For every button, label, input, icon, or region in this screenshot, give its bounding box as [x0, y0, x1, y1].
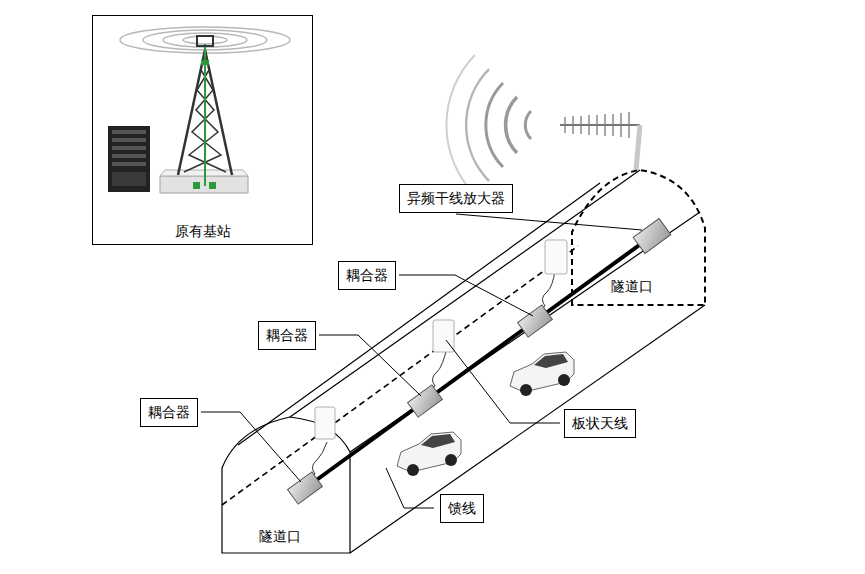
radio-waves — [446, 55, 531, 195]
callout-box: 耦合器 — [258, 321, 316, 350]
callout-box: 板状天线 — [564, 409, 636, 438]
callout-box: 耦合器 — [338, 261, 396, 290]
radio-waves — [486, 83, 503, 167]
callout-box: 馈线 — [440, 494, 484, 523]
yagi-antenna — [596, 115, 597, 135]
panel-antenna — [433, 320, 454, 352]
frame-caption: 原有基站 — [93, 223, 312, 240]
yagi-antenna — [564, 117, 565, 133]
leader-line — [446, 340, 560, 423]
radio-waves — [446, 55, 475, 195]
callout-text: 耦合器 — [346, 267, 388, 283]
tunnel-portal-dashed — [222, 170, 705, 505]
callout-text: 耦合器 — [148, 404, 190, 420]
radio-waves — [506, 97, 517, 153]
tunnel-outline — [290, 170, 640, 417]
tower-pole — [197, 36, 213, 46]
radio-waves — [466, 69, 489, 181]
tower-pole — [204, 44, 206, 186]
leader-line — [386, 468, 434, 508]
coupler-device — [633, 219, 671, 254]
yagi-antenna — [588, 115, 589, 135]
callout-box: 异频干线放大器 — [399, 184, 513, 213]
tower-pole — [193, 182, 200, 189]
callout-box: 耦合器 — [140, 398, 198, 427]
car — [520, 384, 532, 396]
portal-label: 隧道口 — [609, 278, 655, 295]
tunnel-outline — [350, 305, 705, 553]
server-rack — [112, 138, 146, 142]
car — [397, 432, 461, 472]
leader-line — [399, 275, 533, 316]
tunnel-outline — [222, 170, 705, 553]
panel-antenna — [315, 240, 567, 439]
yagi-antenna — [580, 116, 581, 134]
portal-label: 隧道口 — [257, 528, 303, 545]
tunnel-portal-dashed — [572, 170, 705, 305]
leader-line — [456, 214, 642, 230]
coupler-device — [288, 472, 323, 504]
tower-pole — [209, 182, 216, 189]
coupler-device — [408, 385, 443, 417]
yagi-antenna — [560, 112, 640, 170]
server-rack — [112, 146, 146, 150]
server-rack — [112, 154, 146, 158]
callout-text: 板状天线 — [572, 415, 628, 431]
car — [534, 354, 568, 368]
tower-rings — [143, 30, 267, 50]
car — [558, 374, 570, 386]
feeder-cable — [300, 230, 660, 492]
car — [421, 434, 455, 448]
car — [407, 464, 419, 476]
yagi-antenna — [620, 113, 621, 137]
leader-line — [201, 214, 642, 508]
callout-text: 耦合器 — [266, 327, 308, 343]
server-rack — [112, 162, 146, 166]
panel-antenna — [545, 240, 567, 274]
callout-text: 馈线 — [448, 500, 476, 516]
tower-frame — [189, 70, 226, 172]
panel-antenna — [315, 407, 335, 439]
tower-pole — [193, 36, 216, 189]
station-frame: 原有基站 — [92, 15, 313, 245]
yagi-antenna — [612, 114, 613, 136]
leader-line — [201, 412, 301, 482]
yagi-antenna — [604, 114, 605, 136]
callout-text: 异频干线放大器 — [407, 190, 505, 206]
leader-line — [319, 335, 421, 396]
server-rack — [108, 126, 150, 192]
tunnel-portal-dashed — [222, 246, 578, 505]
car — [510, 352, 574, 392]
tower-frame — [184, 70, 221, 172]
tunnel-outline — [238, 183, 600, 445]
coupler-device — [288, 219, 671, 505]
car — [445, 454, 457, 466]
server-rack — [112, 130, 146, 134]
tower-pole — [201, 60, 209, 65]
radio-waves — [525, 111, 531, 139]
yagi-antenna — [560, 124, 640, 126]
tower-rings — [183, 36, 227, 44]
yagi-antenna — [628, 112, 629, 138]
server-rack — [112, 172, 146, 186]
yagi-antenna — [636, 125, 640, 170]
server-rack — [108, 126, 150, 192]
coupler-device — [518, 305, 553, 337]
car — [510, 352, 574, 396]
car — [397, 432, 461, 476]
yagi-antenna — [572, 116, 573, 134]
